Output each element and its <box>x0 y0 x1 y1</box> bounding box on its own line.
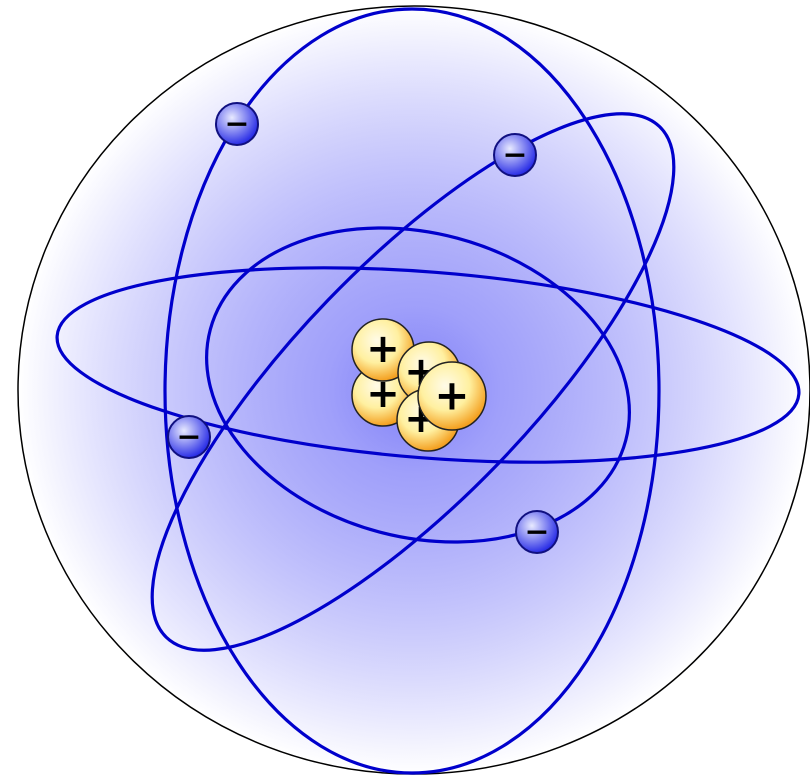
nucleon-5: + <box>418 362 486 430</box>
electron-2: − <box>494 134 536 176</box>
electron-2-body <box>494 134 536 176</box>
electron-3: − <box>168 416 210 458</box>
electron-1-body <box>216 103 258 145</box>
nucleon-5-body <box>418 362 486 430</box>
electron-4: − <box>516 511 558 553</box>
electron-4-body <box>516 511 558 553</box>
electron-3-body <box>168 416 210 458</box>
electron-1: − <box>216 103 258 145</box>
